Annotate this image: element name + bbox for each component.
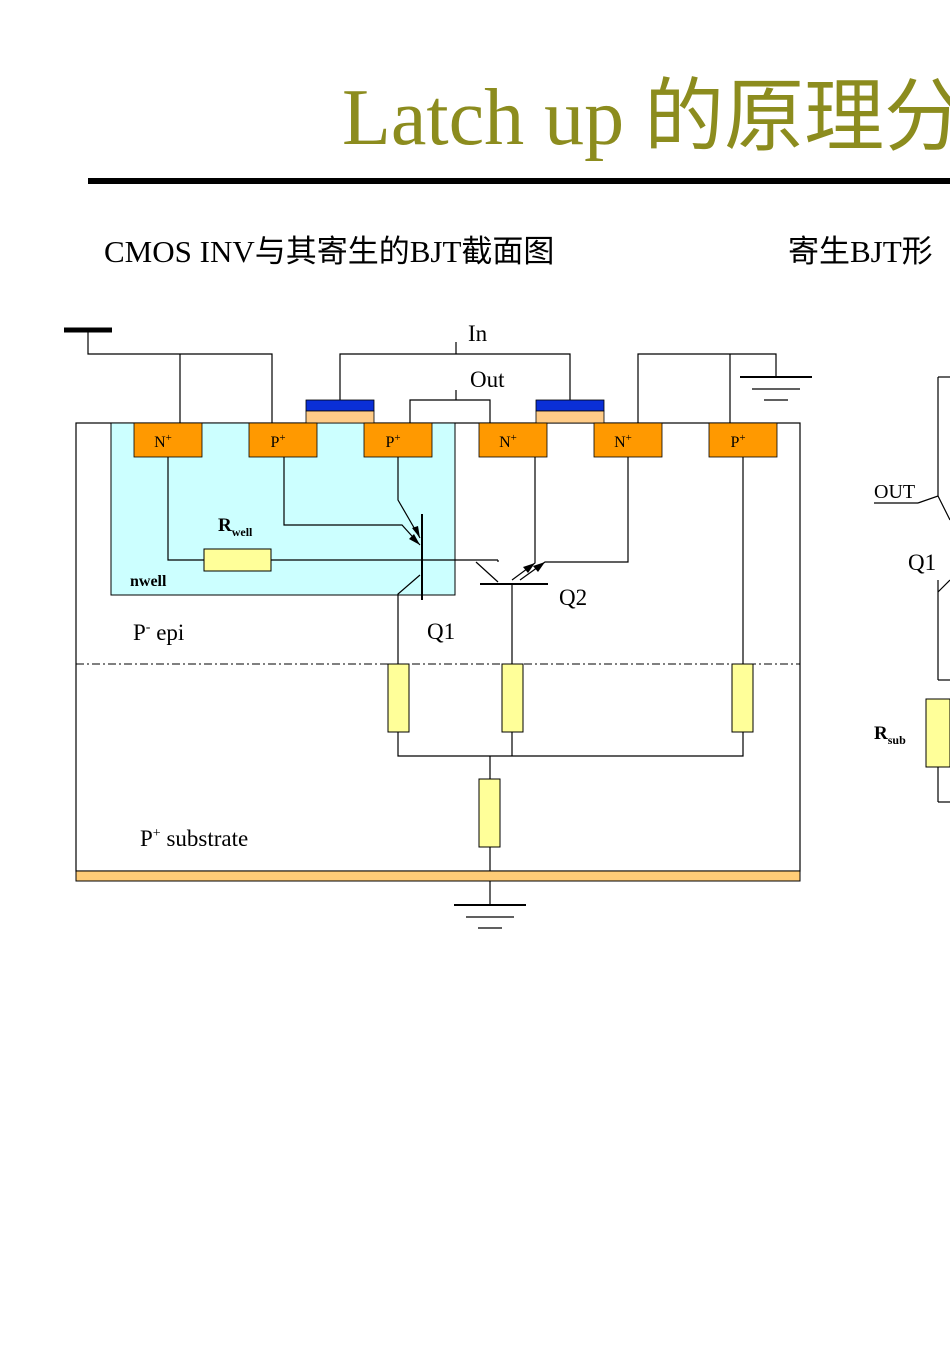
gnd-wire — [637, 353, 777, 423]
out-wire — [409, 399, 491, 423]
rsub-resistor-4 — [478, 778, 501, 848]
right-q1-lead — [937, 579, 950, 593]
diffusions — [133, 422, 778, 458]
diff-label-1: N+ — [154, 432, 172, 451]
q1-label: Q1 — [427, 619, 455, 644]
q1-emitter-wire-2 — [397, 457, 421, 539]
rsub-resistor-1 — [387, 663, 410, 733]
diff-label-6: P+ — [730, 432, 745, 451]
right-q1-label: Q1 — [908, 550, 936, 575]
diff-label-2: P+ — [270, 432, 285, 451]
p-substrate-label: P+ substrate — [140, 826, 248, 851]
right-out-lead — [917, 495, 950, 521]
in-label: In — [468, 321, 488, 346]
pmos-source-pplus — [248, 422, 318, 458]
subtitle-right: 寄生BJT形 — [788, 234, 933, 269]
out-label: Out — [470, 367, 505, 392]
nmos-gate-oxide — [535, 410, 605, 424]
q1-emitter-arrow-2 — [412, 526, 420, 538]
q2-emitter-wire-2 — [519, 457, 629, 581]
right-equivalent-circuit: OUT Q1 Rsub — [874, 376, 950, 803]
substrate-contact-bar — [75, 870, 801, 882]
pmos-gate — [305, 399, 375, 412]
q1-collector-wire — [397, 574, 421, 664]
q1-emitter-arrow-1 — [409, 534, 420, 545]
rsub-resistor-2 — [501, 663, 524, 733]
nmos-gate — [535, 399, 605, 412]
nwell-tap-nplus — [133, 422, 203, 458]
q2-collector-lead — [475, 561, 499, 583]
diff-label-5: N+ — [614, 432, 632, 451]
substrate-tap-pplus — [708, 422, 778, 458]
nmos-drain-nplus — [478, 422, 548, 458]
p-epi-label: P- epi — [133, 620, 184, 645]
q1-emitter-wire-1 — [283, 457, 421, 546]
rwell-resistor — [203, 548, 272, 572]
page-title: Latch up 的原理分 — [342, 74, 950, 162]
diff-label-3: P+ — [385, 432, 400, 451]
in-wire — [339, 353, 571, 400]
subtitle-left: CMOS INV与其寄生的BJT截面图 — [104, 234, 555, 269]
rwell-label: Rwell — [218, 515, 253, 539]
q2-emitter-arrow-1 — [523, 563, 535, 573]
pmos-gate-oxide — [305, 410, 375, 424]
nwell-label: nwell — [130, 573, 167, 590]
pmos-drain-pplus — [363, 422, 433, 458]
right-rsub-label: Rsub — [874, 723, 906, 747]
right-rsub-resistor — [925, 698, 950, 768]
diff-label-4: N+ — [499, 432, 517, 451]
q2-emitter-wire-1 — [511, 457, 536, 581]
rsub-resistor-3 — [731, 663, 754, 733]
right-out-label: OUT — [874, 481, 915, 503]
q2-label: Q2 — [559, 585, 587, 610]
title-rule — [88, 178, 950, 184]
q2-emitter-arrow-2 — [533, 562, 545, 572]
rwell-left-wire — [167, 457, 204, 561]
rsub-bus-wire — [397, 732, 744, 757]
